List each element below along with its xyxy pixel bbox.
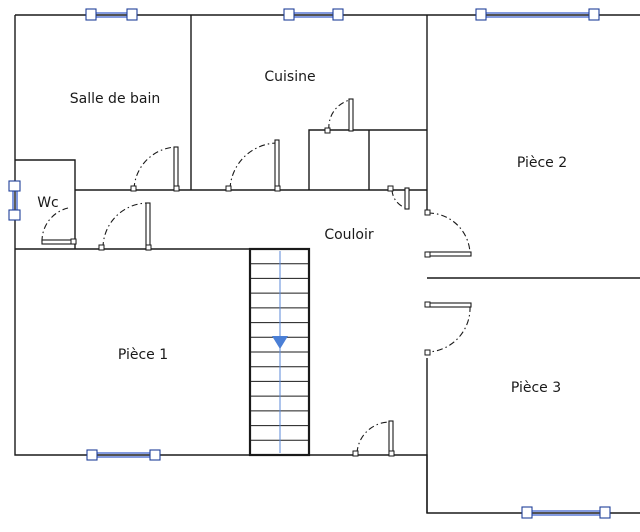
arrow-down-icon: [272, 336, 288, 349]
door-stair-landing: [352, 420, 395, 457]
window-piece-1: [86, 449, 161, 461]
label-piece-1: Pièce 1: [118, 347, 168, 363]
window-piece-3: [521, 506, 611, 519]
door-salle-de-bain: [130, 146, 180, 192]
door-wc: [41, 207, 77, 245]
window-wc: [8, 180, 21, 221]
doors: [41, 98, 472, 457]
wall-wc: [15, 159, 76, 249]
label-piece-3: Pièce 3: [511, 380, 561, 396]
door-placard-2: [387, 185, 410, 210]
staircase: [248, 247, 311, 457]
door-placard: [324, 98, 354, 134]
window-cuisine: [283, 8, 344, 21]
label-piece-2: Pièce 2: [517, 155, 567, 171]
label-salle-de-bain: Salle de bain: [70, 91, 161, 107]
window-salle-de-bain: [85, 8, 138, 21]
exterior-wall: [14, 15, 640, 514]
label-cuisine: Cuisine: [264, 69, 315, 85]
windows: [8, 8, 611, 519]
door-piece-2: [424, 209, 472, 258]
wall-cupboard: [308, 129, 427, 190]
room-labels: Salle de bain Cuisine Wc Couloir Pièce 1…: [37, 69, 567, 396]
door-piece-3: [424, 301, 472, 356]
door-piece-1: [98, 202, 152, 251]
label-wc: Wc: [37, 195, 59, 211]
label-couloir: Couloir: [324, 227, 374, 243]
walls: [14, 14, 640, 514]
door-cuisine: [225, 139, 281, 192]
window-piece-2: [475, 8, 600, 21]
